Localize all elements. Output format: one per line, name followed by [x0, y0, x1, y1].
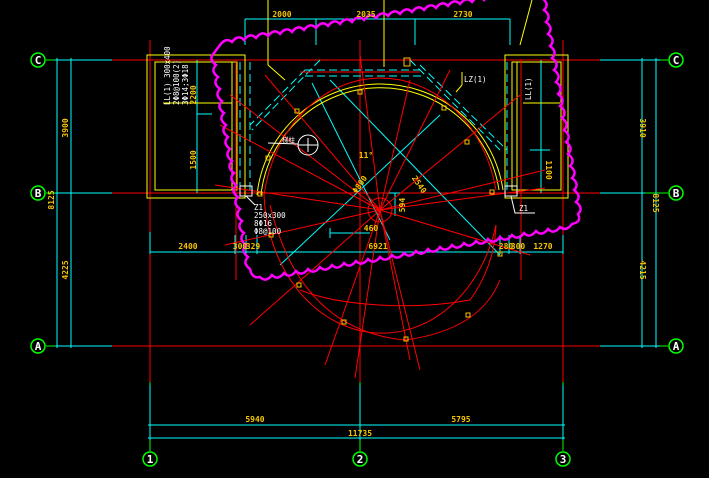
column-left-label-4: Φ8@100 [254, 227, 282, 236]
axis-label-c-right: C [673, 54, 680, 67]
revision-cloud [210, 0, 582, 281]
axis-label-b-left: B [35, 187, 42, 200]
dim-left-total: 8125 [47, 190, 56, 209]
axis-lines [50, 40, 666, 448]
axis-label-1: 1 [147, 453, 154, 466]
axis-label-c-left: C [35, 54, 42, 67]
dim-mid-6: 300 [511, 242, 526, 251]
dim-mid-7: 1270 [533, 242, 552, 251]
dim-mid-2: 300 [233, 242, 248, 251]
column-left-label-1: Z1 [254, 203, 263, 212]
beam-left-label-2: 2Φ8@100(2) [172, 60, 181, 105]
dim-left-panel-2: 1500 [189, 150, 198, 169]
dim-top-1: 2000 [272, 10, 291, 19]
dim-left-lower: 4225 [61, 260, 70, 279]
dim-bottom-span1: 5940 [245, 415, 264, 424]
beam-right-label: LL(1) [524, 77, 533, 100]
dim-angle: 11° [359, 151, 373, 160]
dim-bottom-total: 11735 [348, 429, 372, 438]
stair-radial-lines [214, 54, 546, 379]
column-left-label-3: 8Φ16 [254, 219, 273, 228]
dim-mid-5: 280 [499, 242, 514, 251]
axis-label-2: 2 [357, 453, 364, 466]
dim-mid-4: 6921 [368, 242, 387, 251]
axis-label-a-left: A [35, 340, 42, 353]
dim-left-panel-1: 2200 [189, 85, 198, 104]
beam-outlines [146, 0, 569, 199]
dim-right-panel: 1100 [544, 160, 553, 179]
axis-label-3: 3 [560, 453, 567, 466]
axis-bubbles [30, 52, 684, 467]
beam-left-label-1: LL(1) 300x400 [163, 46, 172, 105]
beam-left-label-3: 3Φ14;3Φ18 [181, 64, 190, 105]
dim-horizontal: 460 [364, 224, 379, 233]
section-mark-label: 梯柱 [282, 135, 296, 144]
dim-left-upper: 3900 [61, 118, 70, 137]
dim-top-3: 2730 [453, 10, 472, 19]
axis-label-b-right: B [673, 187, 680, 200]
dim-right-upper: 3910 [638, 118, 647, 137]
dim-top-2: 2035 [356, 10, 375, 19]
arc-nodes [257, 57, 503, 342]
column-right-label: Z1 [519, 204, 528, 213]
dim-right-total: 8125 [651, 193, 660, 212]
dim-radius-b: 2540 [410, 174, 429, 195]
dim-right-lower: 4215 [638, 260, 647, 279]
column-left-label-2: 250x300 [254, 211, 286, 220]
axis-label-a-right: A [673, 340, 680, 353]
dim-vertical: 594 [398, 198, 407, 213]
beam-lz-label: LZ(1) [464, 75, 487, 84]
dim-bottom-span2: 5795 [451, 415, 470, 424]
dim-mid-3: 329 [246, 242, 261, 251]
dim-mid-1: 2400 [178, 242, 197, 251]
